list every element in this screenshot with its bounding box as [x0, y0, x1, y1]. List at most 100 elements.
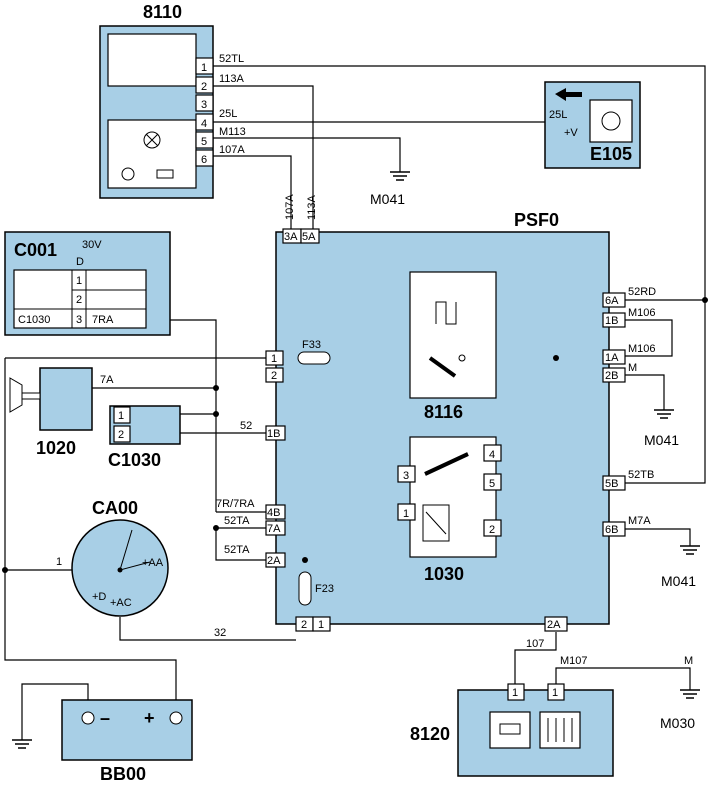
label-1020: 1020: [36, 438, 76, 458]
label-c001-voltage: 30V: [82, 239, 102, 251]
wire-label-25l: 25L: [219, 108, 237, 120]
label-m041-right1: M041: [644, 432, 679, 448]
label-ca00: CA00: [92, 498, 138, 518]
pins-8110: 1 2 3 4 5 6: [195, 57, 214, 167]
lamp-block: [107, 119, 197, 189]
wire-label-52ta-2: 52TA: [224, 544, 250, 556]
label-f23: F23: [315, 583, 334, 595]
svg-text:4: 4: [201, 118, 207, 130]
wire-m113: [213, 137, 401, 172]
wire-label-m: M: [628, 362, 637, 374]
wire-label-32: 32: [214, 627, 226, 639]
lamp-cross: [145, 133, 159, 147]
pin-8120-1a: 1: [512, 687, 518, 699]
wire-label-52rd: 52RD: [628, 286, 656, 298]
conn-6a: 6A: [605, 295, 619, 307]
label-8120: 8120: [410, 724, 450, 744]
label-8110: 8110: [143, 2, 182, 22]
conn-6b: 6B: [605, 524, 618, 536]
wire-label-m106b: M106: [628, 343, 656, 355]
pin-1030-3: 3: [403, 470, 409, 482]
wire-label-52tb: 52TB: [628, 469, 654, 481]
relay-contact: [458, 354, 466, 362]
conn-1a: 1A: [605, 352, 619, 364]
pin-8120-1b: 1: [552, 687, 558, 699]
label-e105-plus: +V: [564, 127, 578, 139]
component-1020: 1020: [9, 367, 93, 458]
component-c001: C001 30V D 1 2 3 C1030 7RA: [4, 231, 171, 336]
wire-m: [625, 374, 665, 410]
wire-label-7a: 7A: [100, 374, 114, 386]
component-psf0: PSF0 107A 113A 3A 5A 1 2 1B 4B 7A 2A 6A …: [265, 194, 626, 632]
conn-5b: 5B: [605, 478, 618, 490]
svg-text:2: 2: [201, 81, 207, 93]
ground-icon: [680, 545, 700, 555]
wire-52tl: [213, 65, 706, 484]
heater-icon: [547, 718, 573, 742]
wire-label-m106a: M106: [628, 307, 656, 319]
box-1020: [39, 367, 93, 431]
wire-label-7r: 7R/7RA: [216, 498, 255, 510]
label-1030: 1030: [424, 564, 464, 584]
pulse-icon: [435, 301, 457, 325]
conn-2-bottom: 2: [301, 619, 307, 631]
wire-label-52tl: 52TL: [219, 53, 244, 65]
label-m041-top: M041: [370, 191, 405, 207]
ground-m041-top: M041: [370, 171, 410, 207]
fuse-f23: [298, 571, 312, 606]
wire-label-52: 52: [240, 420, 252, 432]
fuse-f33: [297, 351, 331, 365]
bulb-icon: [601, 111, 621, 131]
wire-battery-minus: [21, 683, 89, 740]
label-m041-right2: M041: [661, 573, 696, 589]
label-m030: M030: [660, 715, 695, 731]
c001-table: [13, 269, 147, 329]
motor-icon: [121, 167, 135, 181]
component-e105: 25L +V E105: [544, 81, 641, 169]
wire-label-52ta-1: 52TA: [224, 515, 250, 527]
label-ca00-ac: +AC: [110, 597, 132, 609]
c1030-pin-2: 2: [118, 429, 124, 441]
svg-text:1: 1: [201, 62, 207, 74]
label-c001: C001: [14, 240, 57, 260]
c1030-pin-1: 1: [118, 410, 124, 422]
label-8116: 8116: [424, 402, 463, 422]
resistor-icon: [156, 169, 174, 179]
horn-icon: [9, 377, 23, 413]
conn-3a: 3A: [284, 231, 298, 243]
relay-1030-coil-line: [425, 511, 447, 535]
switch-block: [107, 33, 197, 87]
ground-icon: [680, 689, 700, 699]
wire-m7a: [625, 528, 691, 546]
wire-label-107a-v: 107A: [284, 194, 296, 220]
box-bb00: [61, 699, 193, 761]
svg-text:6: 6: [201, 154, 207, 166]
pin-1030-4: 4: [489, 449, 495, 461]
wire-label-m2: M: [684, 655, 693, 667]
label-psf0: PSF0: [514, 210, 559, 230]
c001-row-3: 3: [76, 314, 82, 326]
pin-1030-2: 2: [489, 524, 495, 536]
conn-2a: 2A: [267, 555, 281, 567]
wire-label-m113: M113: [219, 126, 246, 138]
wire-m106: [625, 319, 673, 357]
conn-2a-bottom: 2A: [547, 619, 561, 631]
ground-icon: [390, 171, 410, 181]
arrow-left-icon: [555, 88, 582, 101]
label-f33: F33: [302, 339, 321, 351]
wire-label-107: 107: [526, 638, 544, 650]
ground-m041-right2: M041: [661, 545, 700, 589]
wire-m107: [555, 667, 691, 690]
label-ca00-d: +D: [92, 591, 106, 603]
component-8110: 8110 1 2 3 4 5 6 52TL 113A 25L M113 107A: [99, 2, 246, 199]
label-bb00-minus: –: [100, 708, 110, 728]
c001-row3-left: C1030: [18, 314, 50, 326]
wire-label-m107: M107: [560, 655, 588, 667]
c001-row-1: 1: [76, 275, 82, 287]
label-bb00: BB00: [100, 764, 146, 784]
wire-label-113a-v: 113A: [306, 194, 318, 220]
wire-52ta-2: [215, 548, 268, 561]
label-ca00-aa: +AA: [142, 557, 164, 569]
relay-8116: [409, 271, 497, 399]
